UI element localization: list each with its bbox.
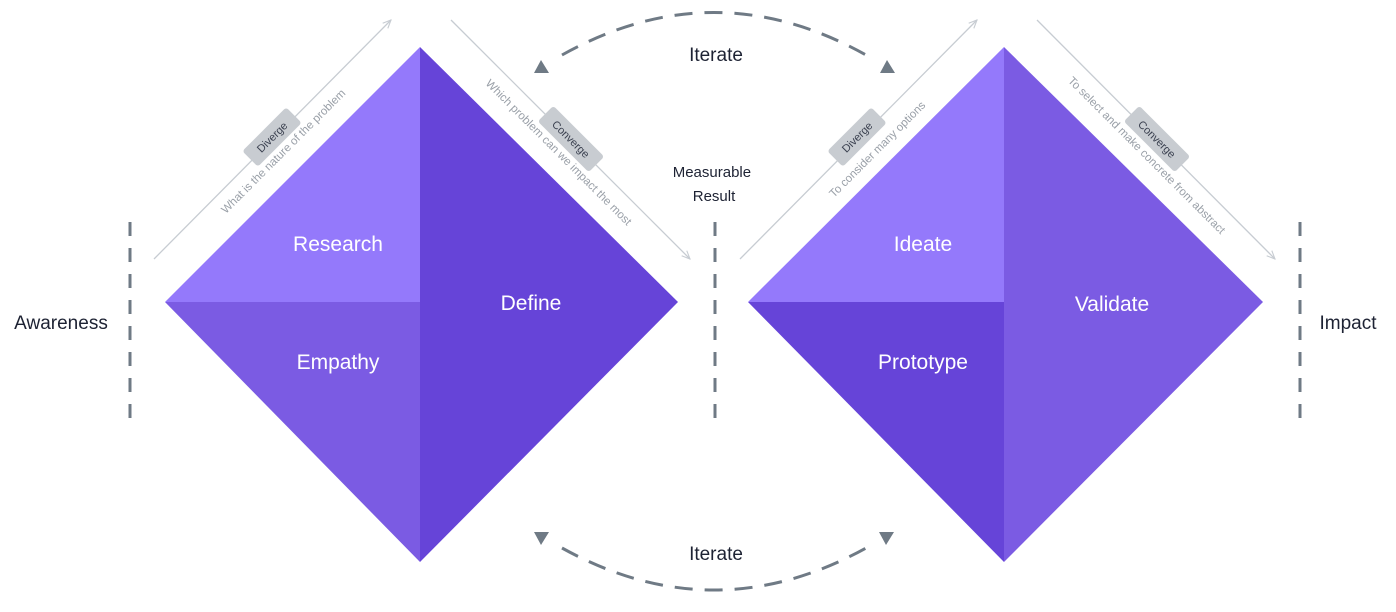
research-label: Research xyxy=(293,233,383,256)
impact-label: Impact xyxy=(1319,313,1377,334)
quadrant-empathy xyxy=(165,302,420,562)
quadrant-research xyxy=(165,47,420,302)
iterate-bottom-right-arrowhead xyxy=(879,532,894,545)
quadrant-prototype xyxy=(748,302,1004,562)
awareness-label: Awareness xyxy=(14,313,108,334)
iterate-top-right-arrowhead xyxy=(880,60,895,73)
define-label: Define xyxy=(501,292,562,315)
quadrant-validate xyxy=(1004,47,1263,562)
diamond-discover-define: Research Empathy Define xyxy=(165,47,678,562)
ideate-label: Ideate xyxy=(894,233,952,256)
iterate-top-label: Iterate xyxy=(689,45,743,66)
quadrant-define xyxy=(420,47,678,562)
iterate-bottom-arc xyxy=(561,546,867,592)
quadrant-ideate xyxy=(748,47,1004,302)
validate-label: Validate xyxy=(1075,293,1149,316)
prototype-label: Prototype xyxy=(878,351,968,374)
iterate-top-left-arrowhead xyxy=(534,60,549,73)
measurable-result-label: Measurable Result xyxy=(673,164,756,205)
iterate-top-arc xyxy=(561,11,867,57)
iterate-bottom-label: Iterate xyxy=(689,544,743,565)
iterate-bottom-left-arrowhead xyxy=(534,532,549,545)
empathy-label: Empathy xyxy=(297,351,380,374)
diamond-develop-deliver: Ideate Prototype Validate xyxy=(748,47,1263,562)
